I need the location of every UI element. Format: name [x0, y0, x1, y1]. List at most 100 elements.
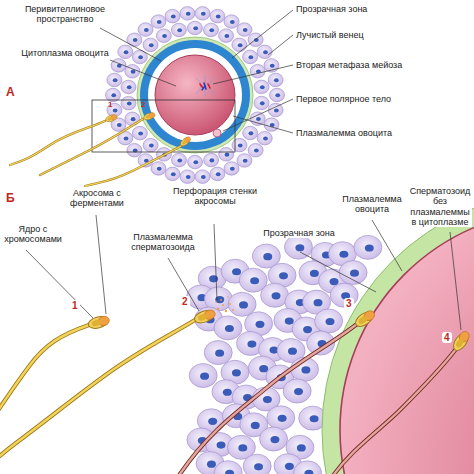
- cell-nucleus: [279, 272, 288, 279]
- cell-nucleus: [339, 251, 348, 258]
- corona-cell: [228, 292, 256, 316]
- corona-cell: [268, 103, 283, 117]
- cell-nucleus: [256, 117, 261, 121]
- cell-nucleus: [201, 12, 206, 16]
- part-label: Перивителлиновое пространство: [20, 4, 110, 25]
- corona-cell: [210, 9, 225, 23]
- cell-nucleus: [256, 321, 265, 328]
- cell-nucleus: [193, 160, 198, 164]
- cell-nucleus: [270, 436, 279, 443]
- corona-cell: [232, 138, 247, 152]
- sperm-tail: [10, 121, 105, 165]
- corona-cell: [189, 364, 217, 388]
- cell-nucleus: [177, 28, 182, 32]
- sperm-tail: [330, 349, 456, 474]
- cell-nucleus: [238, 444, 247, 451]
- panel-letter: А: [6, 86, 15, 100]
- part-label: Прозрачная зона: [258, 228, 340, 238]
- part-label: Сперматозоид без плазмалеммы в цитоплазм…: [408, 186, 472, 227]
- cell-nucleus: [201, 175, 206, 179]
- corona-cell: [243, 454, 271, 474]
- cell-nucleus: [254, 463, 263, 470]
- cell-nucleus: [117, 123, 122, 127]
- corona-cell: [294, 461, 322, 474]
- cell-nucleus: [248, 55, 253, 59]
- corona-cell: [187, 21, 202, 35]
- sperm-tail: [0, 325, 89, 415]
- sperm-tail: [85, 146, 181, 186]
- cell-nucleus: [350, 270, 359, 277]
- cell-nucleus: [260, 85, 265, 89]
- sperm-tail: [0, 320, 195, 465]
- cell-nucleus: [301, 366, 310, 373]
- corona-cell: [118, 45, 133, 59]
- part-label: Перфорация стенки акросомы: [170, 186, 260, 207]
- cell-nucleus: [238, 43, 243, 47]
- drawing-part: [353, 309, 376, 329]
- corona-cell: [232, 38, 247, 52]
- part-label: Плазмалемма овоцита: [334, 194, 410, 215]
- cell-nucleus: [113, 108, 118, 112]
- callout-number: 2: [180, 296, 190, 307]
- cell-nucleus: [216, 172, 221, 176]
- cell-nucleus: [157, 20, 162, 24]
- cell-nucleus: [285, 463, 294, 470]
- corona-cell: [219, 148, 234, 162]
- corona-cell: [214, 316, 242, 340]
- callout-number: 2: [141, 101, 145, 110]
- cell-nucleus: [111, 93, 116, 97]
- sperm-tail: [0, 325, 89, 415]
- cell-nucleus: [297, 444, 306, 451]
- corona-cell: [180, 7, 195, 20]
- sperm-head: [353, 308, 377, 329]
- corona-cell: [254, 80, 269, 94]
- sperm-nucleus: [145, 114, 151, 119]
- cell-nucleus: [251, 422, 260, 429]
- sperm-head: [87, 314, 111, 330]
- cell-nucleus: [209, 158, 214, 162]
- corona-cell: [257, 45, 272, 59]
- corona-cell: [261, 283, 289, 307]
- sperm-tail: [10, 121, 105, 165]
- corona-cell: [121, 80, 136, 94]
- corona-cell: [339, 261, 367, 285]
- corona-cell: [250, 112, 265, 126]
- part-label: Лучистый венец: [296, 30, 364, 40]
- sperm-tail: [180, 324, 357, 474]
- cell-nucleus: [303, 326, 312, 333]
- cell-nucleus: [171, 14, 176, 18]
- corona-cell: [237, 23, 252, 37]
- corona-cell: [107, 73, 122, 87]
- cell-nucleus: [215, 350, 224, 357]
- cell-nucleus: [249, 131, 254, 135]
- corona-cell: [165, 9, 180, 23]
- corona-cell: [260, 427, 288, 451]
- corona-cell: [248, 143, 263, 157]
- cell-nucleus: [124, 136, 129, 140]
- corona-cell: [127, 33, 142, 47]
- cell-nucleus: [217, 442, 226, 449]
- cell-nucleus: [243, 159, 248, 163]
- cell-nucleus: [224, 34, 229, 38]
- part-label: Акросома с ферментами: [58, 188, 136, 209]
- cell-nucleus: [138, 55, 143, 59]
- part-label: Цитоплазма овоцита: [20, 48, 110, 58]
- cell-nucleus: [223, 389, 232, 396]
- corona-cell: [214, 461, 242, 474]
- cell-nucleus: [274, 78, 279, 82]
- cell-nucleus: [208, 418, 217, 425]
- corona-cell: [243, 50, 258, 64]
- corona-cell: [143, 38, 158, 52]
- cell-nucleus: [225, 153, 230, 157]
- part-label: Первое полярное тело: [296, 94, 391, 104]
- corona-cells: [106, 7, 285, 184]
- sperm-nucleus: [181, 140, 187, 146]
- polar-body: [213, 129, 221, 137]
- cell-nucleus: [127, 85, 132, 89]
- sperm-nucleus: [197, 313, 208, 322]
- corona-cell: [151, 162, 166, 176]
- zoom-frame: [92, 100, 235, 152]
- cell-nucleus: [127, 101, 132, 105]
- corona-cell: [203, 23, 218, 37]
